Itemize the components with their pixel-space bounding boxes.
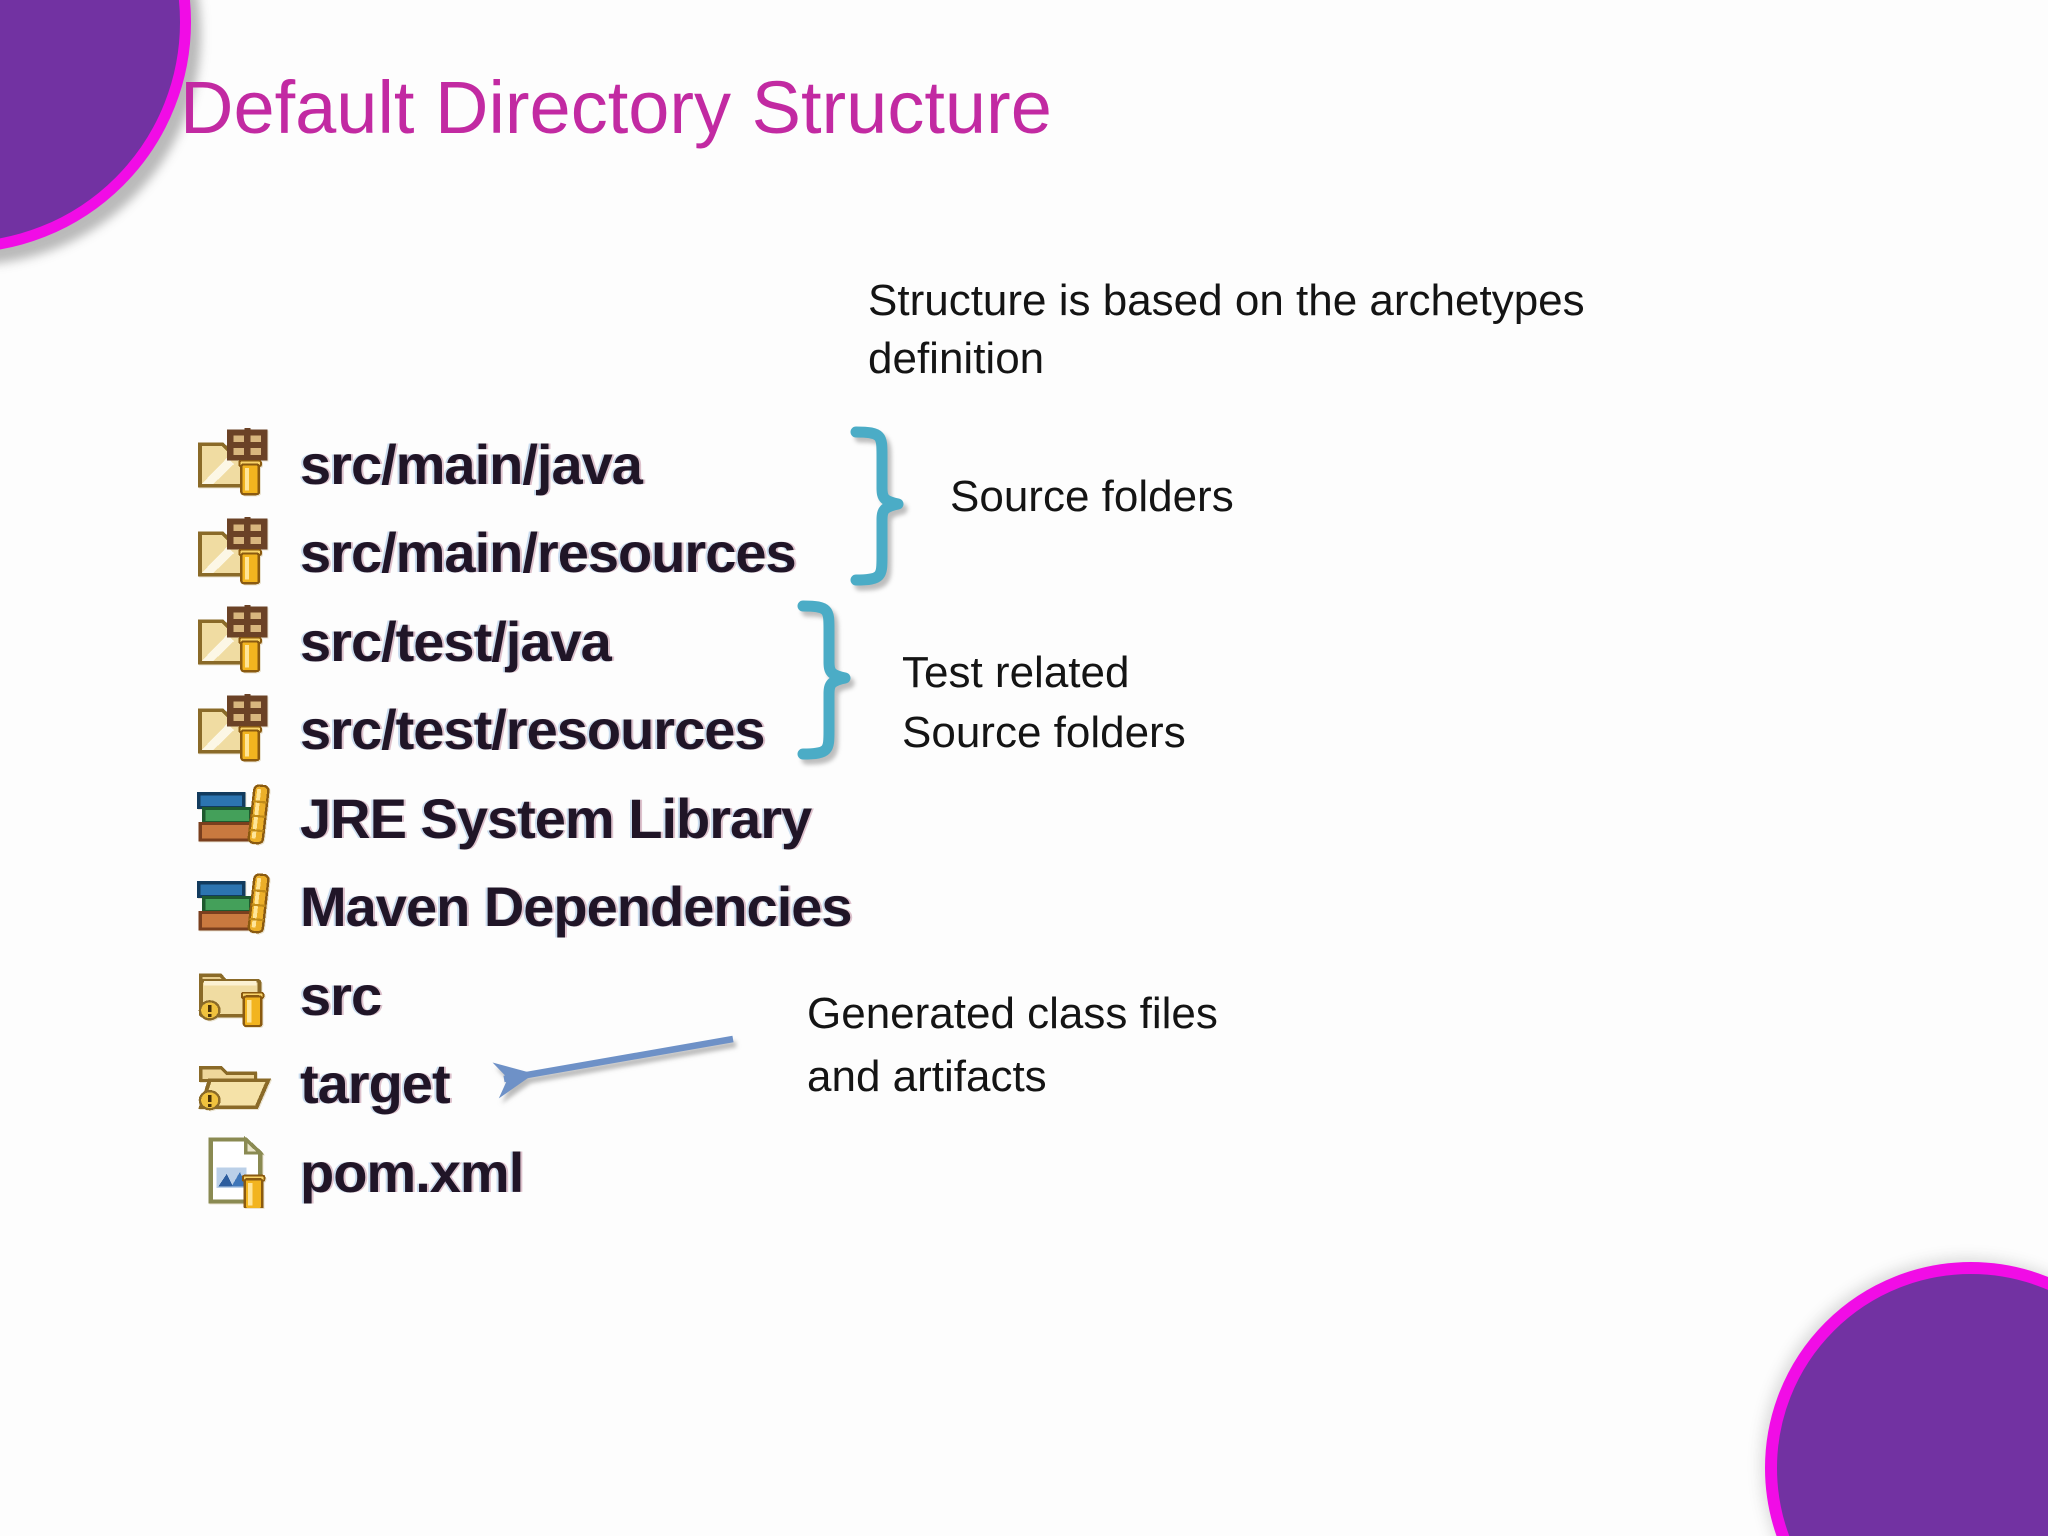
annotation-generated-artifacts: Generated class files and artifacts	[807, 982, 1218, 1108]
tree-item-src-main-resources: src/main/resources	[190, 509, 852, 598]
source-folder-icon	[197, 517, 275, 589]
tree-item-label: Maven Dependencies	[300, 875, 853, 939]
tree-item-src-main-java: src/main/java	[190, 420, 852, 509]
tree-item-src: src	[190, 951, 852, 1040]
decorative-circle-bottom-right	[1765, 1262, 2048, 1536]
tree-item-label: pom.xml	[300, 1140, 524, 1204]
open-folder-warning-icon	[197, 1048, 275, 1120]
annotation-test-line1: Test related	[902, 648, 1130, 697]
xml-file-icon	[197, 1136, 275, 1208]
tree-item-label: src/test/java	[300, 609, 612, 673]
annotation-test-folders: Test related Source folders	[902, 643, 1186, 763]
annotation-generated-line2: and artifacts	[807, 1052, 1047, 1101]
tree-item-pom-xml: pom.xml	[190, 1128, 852, 1217]
source-folder-icon	[197, 605, 275, 677]
tree-item-target: target	[190, 1040, 852, 1129]
source-folder-icon	[197, 428, 275, 500]
brace-test-folders-icon	[795, 600, 855, 760]
source-folder-icon	[197, 694, 275, 766]
library-icon	[197, 871, 275, 943]
project-tree: src/main/java src/main/resources src/tes…	[190, 420, 853, 1217]
slide-title: Default Directory Structure	[180, 66, 1052, 149]
annotation-archetypes-line1: Structure is based on the archetypes	[868, 276, 1585, 325]
tree-item-maven-dependencies: Maven Dependencies	[190, 863, 853, 952]
annotation-generated-line1: Generated class files	[807, 989, 1218, 1038]
tree-item-src-test-java: src/test/java	[190, 597, 852, 686]
tree-item-label: src	[300, 963, 382, 1027]
annotation-test-line2: Source folders	[902, 708, 1186, 757]
tree-item-label: src/main/resources	[300, 521, 797, 585]
decorative-circle-top-left	[0, 0, 191, 253]
tree-item-jre-system-library: JRE System Library	[190, 774, 852, 863]
target-arrow-icon	[492, 1035, 734, 1099]
annotation-source-folders: Source folders	[950, 472, 1234, 521]
tree-item-label: target	[300, 1052, 451, 1116]
folder-warning-icon	[197, 959, 275, 1031]
tree-item-label: src/main/java	[300, 432, 643, 496]
tree-item-src-test-resources: src/test/resources	[190, 686, 852, 775]
library-icon	[197, 782, 275, 854]
tree-item-label: JRE System Library	[300, 786, 812, 850]
tree-item-label: src/test/resources	[300, 698, 766, 762]
annotation-archetypes: Structure is based on the archetypes def…	[868, 272, 1585, 388]
brace-source-folders-icon	[848, 426, 908, 586]
annotation-archetypes-line2: definition	[868, 334, 1045, 383]
